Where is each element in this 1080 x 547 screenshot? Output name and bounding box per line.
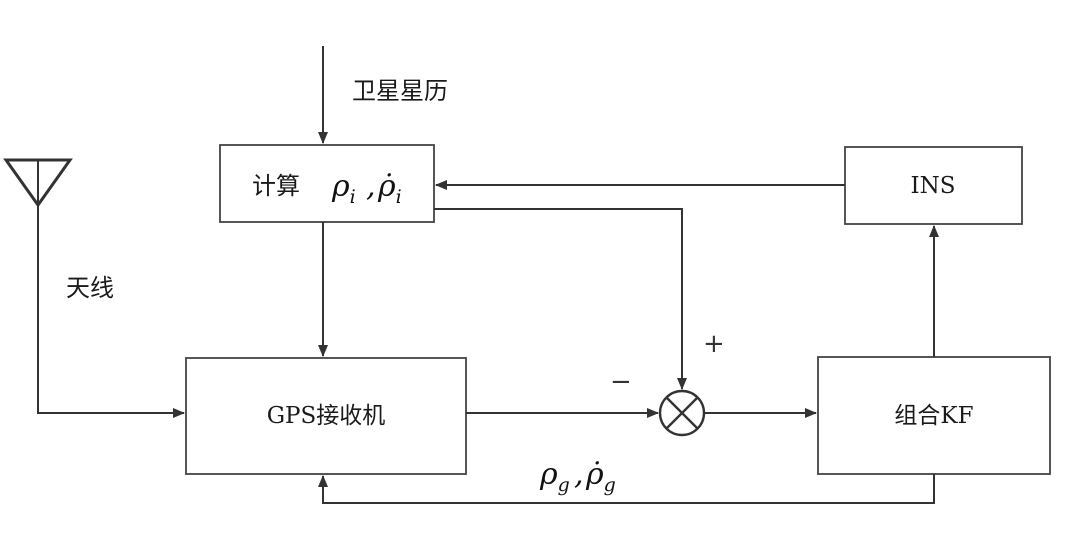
plus-sign: + xyxy=(703,329,725,359)
feedback-rho-g: ρg , ρ̇g xyxy=(539,457,616,496)
antenna-to-receiver-line xyxy=(37,205,185,418)
combined-kf-block xyxy=(817,356,1051,475)
compute-rho-i: ρi , ρ̇i xyxy=(331,169,402,208)
antenna-icon xyxy=(3,158,73,208)
compute-to-junction-line xyxy=(434,208,687,390)
compute-block xyxy=(219,144,435,223)
compute-label: 计算 xyxy=(252,172,300,200)
combined-kf-label: 组合KF xyxy=(894,403,973,429)
svg-text:ρ̇i: ρ̇i xyxy=(377,169,402,208)
svg-text:,: , xyxy=(574,457,584,492)
svg-text:ρi: ρi xyxy=(331,169,356,208)
minus-sign: − xyxy=(610,367,632,397)
svg-text:,: , xyxy=(366,169,376,204)
svg-text:ρg: ρg xyxy=(539,457,570,496)
gps-receiver-block xyxy=(185,357,467,475)
ephemeris-label: 卫星星历 xyxy=(352,77,448,105)
antenna-label: 天线 xyxy=(66,274,114,302)
ins-block xyxy=(844,146,1023,225)
kf-to-receiver-feedback-line xyxy=(318,474,935,504)
ins-label: INS xyxy=(911,173,956,199)
gps-receiver-label: GPS接收机 xyxy=(267,403,386,429)
svg-text:ρ̇g: ρ̇g xyxy=(585,457,616,496)
summing-junction xyxy=(658,389,706,437)
